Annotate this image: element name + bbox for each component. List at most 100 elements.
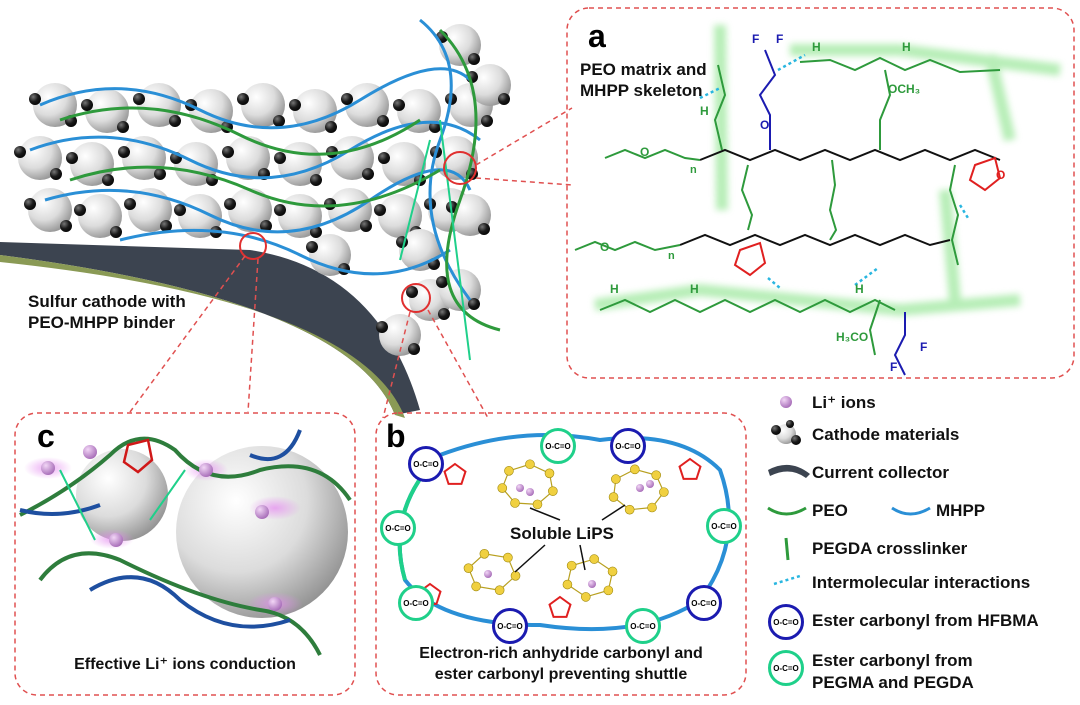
sulfur-atom (589, 554, 600, 564)
li-ion (41, 461, 55, 475)
pegda-crosslinker (399, 139, 431, 261)
peo-chains (574, 56, 1001, 356)
peo-legend-symbol (767, 506, 807, 516)
sulfur-atom (659, 487, 669, 497)
sulfur-atom (463, 563, 474, 573)
legend-ester-pegma-line1: Ester carbonyl from (812, 651, 973, 670)
ester-carbonyl-badge: O-C=O (540, 428, 576, 464)
peo-strand (69, 165, 441, 208)
carbon-particle (438, 308, 450, 320)
carbon-particle (468, 298, 480, 310)
hfbma-badge-text: O-C=O (773, 617, 799, 627)
li-ion (484, 570, 492, 578)
carbon-particle (273, 115, 285, 127)
carbon-particle (378, 152, 390, 164)
carbon-particle (102, 174, 114, 186)
carbon-particle (468, 53, 480, 65)
legend-ester-pegma-line2: PEGMA and PEGDA (812, 673, 974, 692)
carbon-particle (498, 93, 510, 105)
cathode-sphere (78, 194, 122, 238)
cathode-sphere (33, 83, 77, 127)
hfbma-side-group (758, 49, 906, 376)
zoom-circle-a (443, 151, 477, 185)
panel-a-letter: a (588, 18, 606, 54)
hydrogen-label: H (690, 282, 699, 296)
panel-b-caption-line2: ester carbonyl preventing shuttle (434, 666, 688, 683)
carbon-particle (174, 204, 186, 216)
cathode-sphere (228, 188, 272, 232)
cathode-sphere-small (76, 449, 168, 541)
cathode-sphere (293, 89, 337, 133)
sulfur-atom (525, 459, 535, 470)
carbon-particle (110, 226, 122, 238)
carbon-particle (160, 220, 172, 232)
panel-a-title-line1: PEO matrix and (580, 60, 707, 79)
oxygen-label: O (760, 118, 770, 132)
mhpp-backbone (679, 148, 1001, 247)
carbon-particle (374, 204, 386, 216)
carbon-particle (60, 220, 72, 232)
hydrogen-label: H (902, 40, 911, 54)
carbon-particle (169, 115, 181, 127)
carbon-particle (50, 168, 62, 180)
panel-b-letter: b (386, 418, 406, 454)
carbon-particle (274, 204, 286, 216)
panel-c-anhydride (122, 438, 154, 474)
oxygen-label: O (600, 240, 610, 254)
li-ion (83, 445, 97, 459)
panel-b-frame (375, 412, 747, 696)
hydrogen-label: H (610, 282, 619, 296)
hydrogen-label: H (700, 104, 709, 118)
li-ion (268, 597, 282, 611)
sulfur-atom (479, 548, 490, 559)
current-collector-sheet (0, 242, 420, 415)
subscript-n: n (690, 164, 697, 176)
cathode-sphere (28, 188, 72, 232)
fluorine-label: F (776, 32, 784, 46)
carbon-particle (306, 241, 318, 253)
carbon-particle (124, 198, 136, 210)
li-ion (199, 463, 213, 477)
li-ion (255, 505, 269, 519)
panel-c-li-ions (41, 445, 282, 611)
legend-pegda-crosslinker: PEGDA crosslinker (812, 539, 968, 558)
carbon-particle (74, 204, 86, 216)
carbon-particle (393, 99, 405, 111)
sulfur-atom (548, 486, 558, 496)
panel-c-letter: c (37, 418, 55, 454)
carbon-particle (222, 146, 234, 158)
ester-carbonyl-badge: O-C=O (492, 608, 528, 644)
current-collector-legend-symbol (768, 464, 810, 478)
ester-carbonyl-badge: O-C=O (686, 585, 722, 621)
carbon-particle (237, 93, 249, 105)
carbon-particle (117, 121, 129, 133)
fluorine-label: F (920, 340, 928, 354)
carbon-particle (377, 115, 389, 127)
carbon-particle (14, 146, 26, 158)
sulfur-atom (544, 468, 555, 479)
carbon-particle (289, 99, 301, 111)
cathode-caption-line2: PEO-MHPP binder (28, 313, 176, 332)
ester-carbonyl-badge: O-C=O (380, 510, 416, 546)
carbon-particle (118, 146, 130, 158)
sulfur-atom (494, 585, 505, 596)
mhpp-strand (119, 228, 451, 276)
carbon-particle (406, 286, 418, 298)
carbon-particle (24, 198, 36, 210)
carbon-particle (481, 115, 493, 127)
cathode-sphere-large (176, 446, 348, 618)
sulfur-atom (510, 498, 520, 508)
hfbma-badge-symbol: O-C=O (768, 604, 804, 640)
panel-a-title-line2: MHPP skeleton (580, 81, 703, 100)
sulfur-atom (580, 592, 591, 602)
carbon-particle (133, 93, 145, 105)
cathode-sphere (241, 83, 285, 127)
peo-strand (59, 106, 421, 156)
mhpp-strand (419, 18, 472, 301)
legend-peo: PEO (812, 501, 848, 520)
fluorine-label: F (752, 32, 760, 46)
sulfur-atom (562, 579, 573, 590)
mhpp-strand (29, 120, 481, 180)
carbon-particle (324, 198, 336, 210)
sulfur-atom (624, 504, 635, 515)
